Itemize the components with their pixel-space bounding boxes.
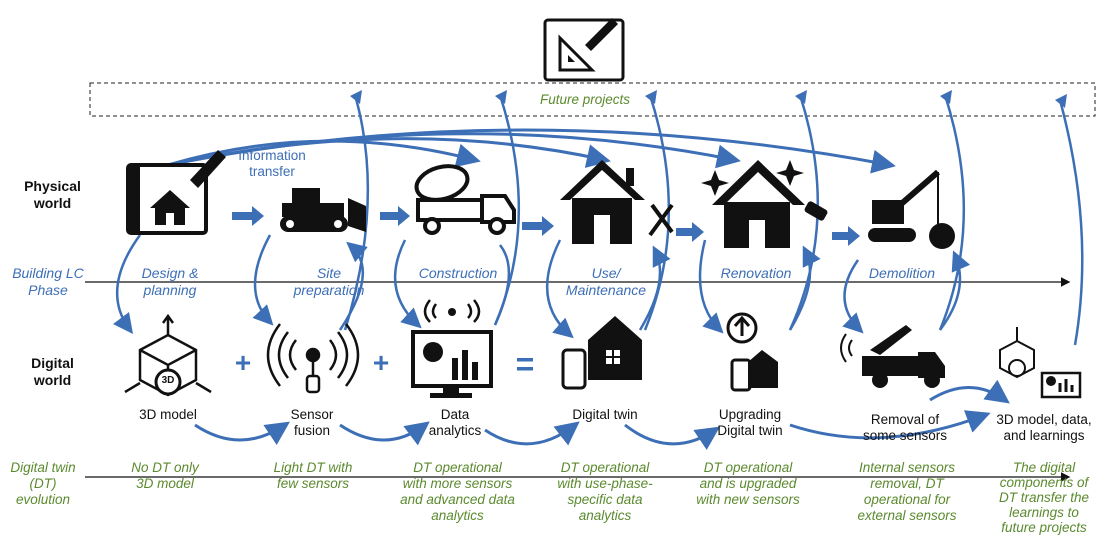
information-transfer-arcs (167, 128, 896, 174)
plus-operator-1: + (234, 347, 252, 378)
future-projects-label: Future projects (539, 92, 631, 107)
dt-stage-3: DT operational with more sensors and adv… (400, 460, 515, 523)
concrete-mixer-icon (414, 164, 516, 235)
phase-design: Design & planning (141, 265, 199, 298)
dt-stage-1: No DT only 3D model (131, 460, 199, 491)
upgrade-twin-icon (726, 312, 778, 392)
dt-stage-7: The digital components of DT transfer th… (998, 460, 1090, 536)
tow-truck-icon (840, 325, 945, 388)
dt-stage-5: DT operational and is upgraded with new … (696, 460, 800, 507)
dt-evolution-label: Digital twin (DT) evolution (10, 460, 76, 507)
dt-stage-2: Light DT with few sensors (273, 460, 353, 491)
digital-twin-label: Digital twin (572, 407, 638, 422)
phase-construction: Construction (418, 265, 498, 281)
physical-world-label: Physical world (24, 178, 81, 211)
lifecycle-curves (113, 94, 1084, 346)
bulldozer-icon (280, 188, 366, 232)
digital-world-label: Digital world (31, 355, 74, 388)
phase-demolition: Demolition (868, 265, 936, 281)
digital-removal-sensors: Removal of some sensors (862, 412, 948, 443)
digital-data-analytics: Data analytics (428, 407, 482, 438)
information-transfer-label: Information transfer (238, 148, 306, 179)
blueprint-icon (543, 18, 625, 82)
sensor-icon (266, 323, 360, 394)
digital-upgrading-twin: Upgrading Digital twin (717, 407, 783, 438)
house-tools-icon (560, 160, 674, 244)
future-arrowheads (350, 90, 1067, 108)
digital-3d-model: 3D model (139, 407, 197, 422)
digital-flow-arcs (194, 379, 1010, 450)
3d-badge: 3D (161, 375, 175, 386)
future-projects-box (89, 82, 1096, 117)
equals-operator: = (515, 346, 535, 382)
plus-operator-2: + (372, 347, 390, 378)
phase-renovation: Renovation (720, 265, 792, 281)
phase-use-maintenance: Use/ Maintenance (565, 265, 647, 298)
wrecking-crane-icon (868, 169, 955, 249)
3d-model-icon (124, 313, 212, 397)
digital-twin-icon (561, 316, 642, 390)
design-blueprint-icon (126, 150, 226, 235)
phase-flow-arrows (232, 206, 860, 246)
digital-learnings: 3D model, data, and learnings (996, 412, 1092, 443)
digital-sensor-fusion: Sensor fusion (290, 407, 334, 438)
dt-stage-6: Internal sensors removal, DT operational… (857, 460, 957, 523)
data-analytics-icon (411, 299, 493, 398)
house-renovation-icon (701, 160, 828, 248)
dt-stage-4: DT operational with use-phase- specific … (557, 460, 653, 523)
lc-phase-label: Building LC Phase (12, 265, 84, 298)
3d-data-icon (999, 327, 1082, 399)
phase-site-prep: Site preparation (293, 265, 365, 298)
